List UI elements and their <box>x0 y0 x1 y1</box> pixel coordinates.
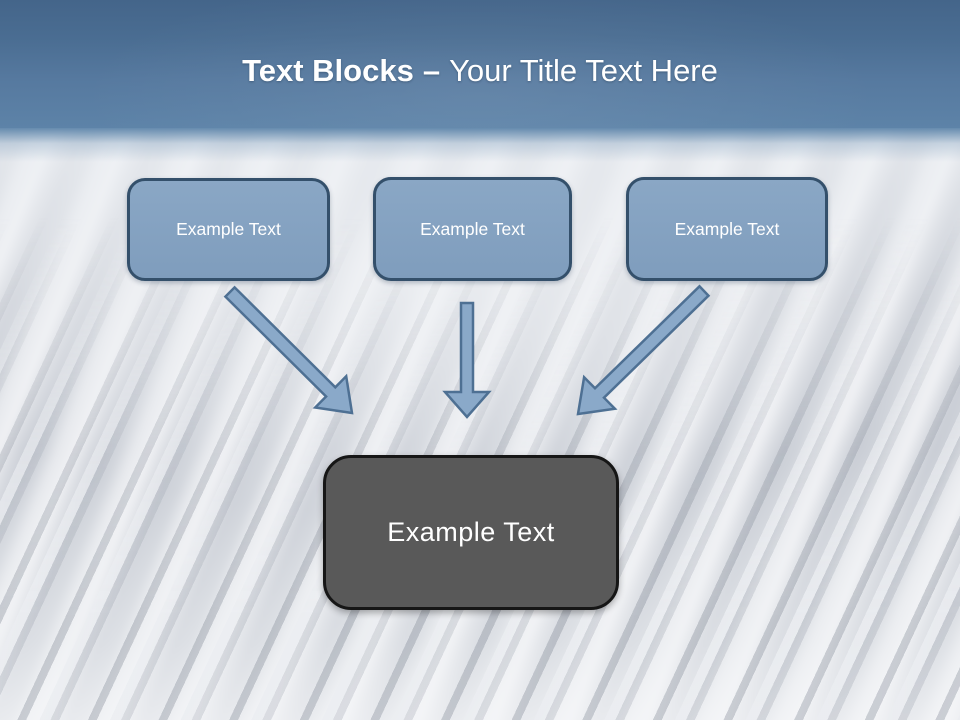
title-bar <box>0 0 960 162</box>
text-block-3[interactable]: Example Text <box>626 177 828 281</box>
slide-title[interactable]: Text Blocks–Your Title Text Here <box>0 52 960 90</box>
text-block-1[interactable]: Example Text <box>127 178 330 281</box>
text-block-1-label: Example Text <box>176 219 281 239</box>
center-text-block[interactable]: Example Text <box>323 455 619 610</box>
slide-title-regular: Your Title Text Here <box>449 53 718 88</box>
down-arrow-icon[interactable] <box>442 301 492 419</box>
down-left-arrow-icon[interactable] <box>576 284 711 416</box>
center-text-block-label: Example Text <box>387 517 555 547</box>
text-block-3-label: Example Text <box>674 218 780 239</box>
text-block-2[interactable]: Example Text <box>373 177 572 281</box>
text-block-2-label: Example Text <box>420 218 525 239</box>
slide-title-separator: – <box>422 53 441 88</box>
slide-title-bold: Text Blocks <box>242 53 414 88</box>
down-right-arrow-icon[interactable] <box>223 285 354 415</box>
